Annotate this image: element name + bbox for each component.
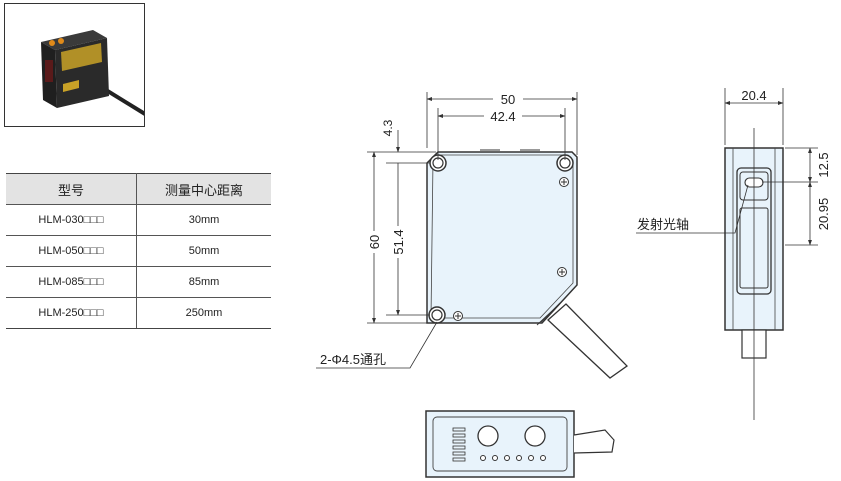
dim-label-bg	[391, 226, 405, 258]
front-body-outline	[426, 151, 578, 324]
optical-axis-label: 发射光轴	[637, 217, 689, 232]
dim-label-bg	[493, 92, 523, 106]
header-model: 型号	[6, 173, 137, 205]
bottom-vent-slots	[452, 427, 466, 462]
dim-label-bg	[738, 89, 770, 102]
dim-height-holes: 51.4	[391, 229, 406, 254]
header-distance: 测量中心距离	[136, 173, 271, 205]
table-row: HLM-250□□□ 250mm	[6, 297, 271, 329]
cable	[547, 303, 629, 379]
mounting-hole-icon	[556, 154, 574, 172]
table-row: HLM-030□□□ 30mm	[6, 204, 271, 236]
cell-distance: 30mm	[136, 204, 271, 236]
product-photo-frame	[4, 3, 145, 127]
photo-body-top	[41, 30, 107, 50]
leader-line	[636, 184, 749, 234]
cell-distance: 250mm	[136, 297, 271, 329]
screw-icon	[559, 177, 569, 187]
photo-label	[61, 43, 102, 71]
dim-width-holes: 42.4	[490, 109, 515, 124]
dim-side-top-offset: 12.5	[816, 152, 831, 177]
photo-indicator-led	[58, 38, 64, 44]
cell-distance: 85mm	[136, 266, 271, 298]
sensor-photo	[41, 30, 144, 116]
spec-table: 型号 测量中心距离 HLM-030□□□ 30mm HLM-050□□□ 50m…	[6, 173, 271, 329]
dim-height-overall: 60	[367, 235, 382, 249]
bottom-panel	[432, 416, 568, 472]
side-view: 20.4 12.5 20.95 发射光轴	[636, 88, 831, 420]
front-view: 50 42.4 4.3 60 51.4 2-Φ4.5通孔	[316, 92, 629, 379]
leader-line	[316, 321, 438, 369]
adjust-knob-icon	[524, 425, 546, 447]
bottom-body-outline	[425, 410, 575, 478]
mounting-hole-icon	[428, 306, 446, 324]
dim-side-axis-offset: 20.95	[816, 198, 831, 231]
photo-badge	[63, 80, 79, 92]
table-header-row: 型号 测量中心距离	[6, 173, 271, 205]
photo-lens	[45, 60, 53, 82]
screw-icon	[453, 311, 463, 321]
cell-model: HLM-030□□□	[6, 204, 137, 236]
dim-width-overall: 50	[501, 92, 515, 107]
cell-model: HLM-050□□□	[6, 235, 137, 267]
cell-model: HLM-085□□□	[6, 266, 137, 298]
cable-gland	[536, 302, 561, 326]
dim-label-bg	[484, 109, 522, 123]
hole-callout: 2-Φ4.5通孔	[320, 352, 386, 367]
bottom-cable	[573, 429, 615, 454]
table-row: HLM-050□□□ 50mm	[6, 235, 271, 267]
front-body-inner-edge	[430, 154, 574, 319]
screw-icon	[557, 267, 567, 277]
cell-distance: 50mm	[136, 235, 271, 267]
indicator-led-row	[480, 455, 546, 461]
dim-side-width: 20.4	[741, 88, 766, 103]
table-row: HLM-085□□□ 85mm	[6, 266, 271, 298]
dim-hole-offset: 4.3	[381, 119, 395, 136]
cell-model: HLM-250□□□	[6, 297, 137, 329]
dim-label-bg	[367, 231, 381, 253]
adjust-knob-icon	[477, 425, 499, 447]
bottom-view	[425, 410, 615, 478]
photo-indicator-led	[49, 40, 55, 46]
